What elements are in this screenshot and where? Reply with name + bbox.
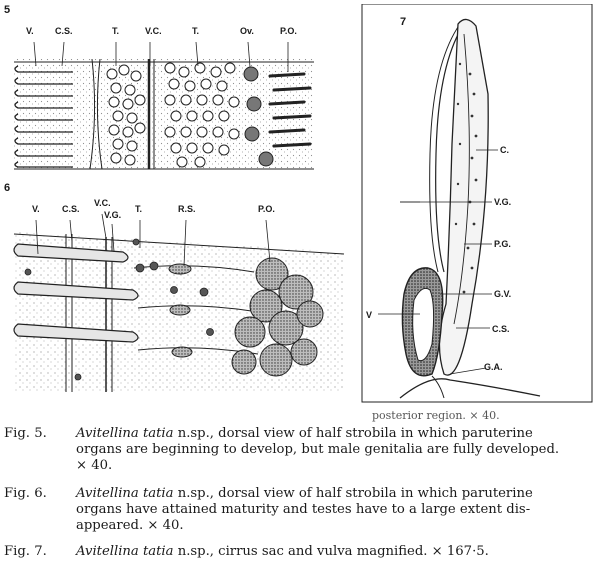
caption-fig-label: Fig. 6.: [4, 486, 47, 501]
label-c: C.: [500, 145, 509, 155]
label-t: T.: [135, 204, 143, 214]
label-vc: V.C.: [145, 26, 162, 36]
caption-species: Avitellina tatia: [76, 426, 174, 441]
figure-6-drawing: [13, 213, 345, 392]
caption-species: Avitellina tatia: [76, 544, 174, 559]
caption-text: n.sp., cirrus sac and vulva magnified. ×…: [173, 544, 489, 559]
label-t: T.: [112, 26, 120, 36]
caption-fig-label: Fig. 5.: [4, 426, 47, 441]
figure-6-number: 6: [4, 182, 11, 194]
caption-species: Avitellina tatia: [76, 486, 174, 501]
label-po: P.O.: [258, 204, 275, 214]
label-v: V.: [26, 26, 34, 36]
caption-text: organs are beginning to develop, but mal…: [76, 442, 560, 457]
caption-text: × 40.: [76, 458, 113, 473]
caption-text: organs have attained maturity and testes…: [76, 502, 531, 517]
label-rs: R.S.: [178, 204, 196, 214]
label-v: V.: [32, 204, 40, 214]
figure-7: 7 C. V.G. P.G. G.V. V C.S. G.A.: [360, 4, 594, 408]
caption-fig-6: Fig. 6. Avitellina tatia n.sp., dorsal vi…: [4, 486, 592, 534]
figure-5: 5 V. C.S. T. V.C. T. Ov. P.O.: [4, 4, 334, 174]
label-vc: V.C.: [94, 198, 111, 208]
label-cs: C.S.: [492, 324, 510, 334]
label-gv: G.V.: [494, 289, 512, 299]
figure-6: 6 V. C.S. V.C. V.G. T. R.S. P.O.: [4, 182, 350, 402]
caption-text: appeared. × 40.: [76, 518, 184, 533]
label-ga: G.A.: [484, 362, 503, 372]
figure-7-number: 7: [400, 16, 407, 28]
label-ov: Ov.: [240, 26, 254, 36]
caption-text: n.sp., dorsal view of half strobila in w…: [173, 426, 533, 441]
label-po: P.O.: [280, 26, 297, 36]
label-vg: V.G.: [494, 197, 512, 207]
figure-5-number: 5: [4, 4, 11, 16]
label-cs: C.S.: [62, 204, 80, 214]
caption-fig-label: Fig. 7.: [4, 544, 47, 559]
label-cs: C.S.: [55, 26, 73, 36]
figure-7-drawing: [361, 4, 593, 403]
caption-fig-5: Fig. 5. Avitellina tatia n.sp., dorsal vi…: [4, 426, 592, 474]
figure-7-cut-text: posterior region. × 40.: [372, 409, 500, 422]
label-t: T.: [192, 26, 200, 36]
caption-text: n.sp., dorsal view of half strobila in w…: [173, 486, 533, 501]
caption-fig-7: Fig. 7. Avitellina tatia n.sp., cirrus sa…: [4, 544, 592, 560]
figure-5-drawing: [14, 41, 314, 170]
label-pg: P.G.: [494, 239, 511, 249]
label-v: V: [366, 310, 373, 320]
label-vg: V.G.: [104, 210, 122, 220]
